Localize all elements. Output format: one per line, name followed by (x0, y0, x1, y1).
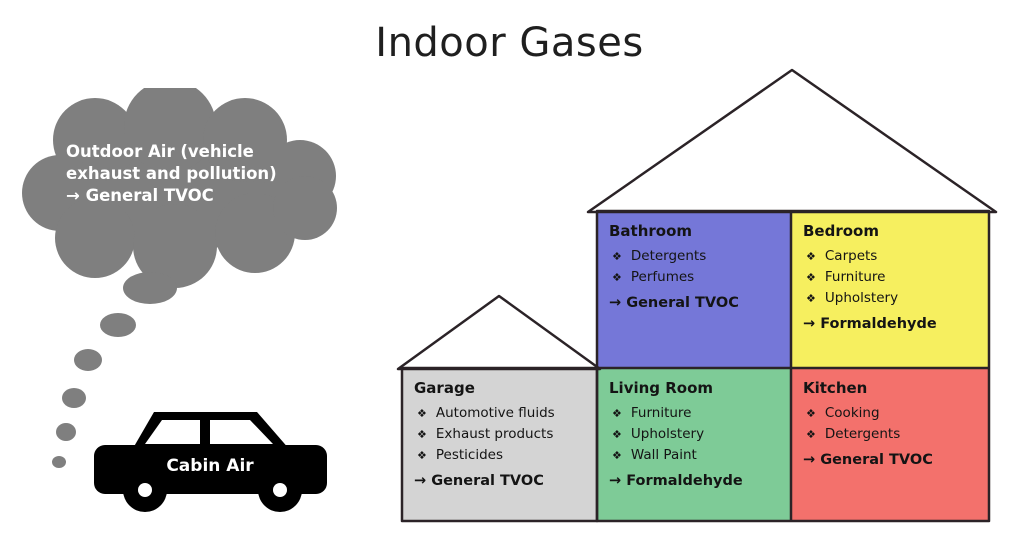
room-item-label: Furniture (824, 269, 886, 285)
room-result: → General TVOC (609, 295, 739, 311)
outdoor-air-label: Outdoor Air (vehicle exhaust and polluti… (66, 141, 304, 206)
room-item: ❖ Perfumes (612, 269, 779, 285)
thought-cloud-icon (22, 88, 337, 468)
car-windows-hubs (138, 420, 287, 497)
diamond-bullet-icon: ❖ (806, 271, 816, 284)
room-title: Garage (414, 379, 475, 397)
room-result: → General TVOC (803, 452, 933, 468)
room-item: ❖ Furniture (612, 405, 779, 421)
room-item: ❖ Upholstery (612, 426, 779, 442)
diamond-bullet-icon: ❖ (806, 428, 816, 441)
room-title: Living Room (609, 379, 714, 397)
diamond-bullet-icon: ❖ (417, 428, 427, 441)
car-icon (94, 412, 327, 512)
room-garage: Garage ❖ Automotive fluids ❖ Exhaust pro… (402, 368, 597, 521)
room-item: ❖ Wall Paint (612, 447, 779, 463)
room-item: ❖ Carpets (806, 248, 977, 264)
cloud-shapes (22, 88, 337, 468)
room-item-label: Wall Paint (630, 447, 697, 463)
room-item: ❖ Exhaust products (417, 426, 585, 442)
room-item-label: Automotive fluids (435, 405, 555, 421)
room-item-label: Perfumes (630, 269, 695, 285)
room-title: Bathroom (609, 222, 693, 240)
room-result: → General TVOC (414, 473, 544, 489)
room-item-label: Detergents (630, 248, 707, 264)
diamond-bullet-icon: ❖ (417, 407, 427, 420)
garage-roof-icon (396, 294, 602, 371)
room-result: → Formaldehyde (609, 473, 743, 489)
cabin-air-label: Cabin Air (166, 456, 254, 476)
diamond-bullet-icon: ❖ (612, 428, 622, 441)
room-item: ❖ Furniture (806, 269, 977, 285)
room-item: ❖ Pesticides (417, 447, 585, 463)
room-bedroom: Bedroom ❖ Carpets ❖ Furniture ❖ Upholste… (791, 211, 989, 368)
diamond-bullet-icon: ❖ (612, 407, 622, 420)
outdoor-air-tvoc: → General TVOC (66, 185, 214, 205)
room-kitchen: Kitchen ❖ Cooking ❖ Detergents → General… (791, 368, 989, 521)
room-title: Kitchen (803, 379, 868, 397)
diamond-bullet-icon: ❖ (612, 449, 622, 462)
room-item: ❖ Detergents (612, 248, 779, 264)
room-item-label: Upholstery (630, 426, 705, 442)
diamond-bullet-icon: ❖ (612, 250, 622, 263)
room-item-label: Upholstery (824, 290, 899, 306)
room-result: → Formaldehyde (803, 316, 937, 332)
diamond-bullet-icon: ❖ (806, 292, 816, 305)
page-title: Indoor Gases (375, 20, 644, 66)
room-item-label: Carpets (824, 248, 878, 264)
room-item-label: Cooking (824, 405, 880, 421)
diamond-bullet-icon: ❖ (612, 271, 622, 284)
room-item: ❖ Cooking (806, 405, 977, 421)
diamond-bullet-icon: ❖ (806, 250, 816, 263)
room-item-label: Detergents (824, 426, 901, 442)
diamond-bullet-icon: ❖ (417, 449, 427, 462)
diamond-bullet-icon: ❖ (806, 407, 816, 420)
room-item-label: Furniture (630, 405, 692, 421)
room-item: ❖ Detergents (806, 426, 977, 442)
room-item: ❖ Automotive fluids (417, 405, 585, 421)
house-roof-icon (586, 68, 998, 214)
outdoor-air-text: Outdoor Air (vehicle exhaust and polluti… (66, 142, 277, 183)
room-bathroom: Bathroom ❖ Detergents ❖ Perfumes → Gener… (597, 211, 791, 368)
room-title: Bedroom (803, 222, 879, 240)
room-item-label: Exhaust products (435, 426, 554, 442)
room-item-label: Pesticides (435, 447, 503, 463)
room-item: ❖ Upholstery (806, 290, 977, 306)
room-living-room: Living Room ❖ Furniture ❖ Upholstery ❖ W… (597, 368, 791, 521)
